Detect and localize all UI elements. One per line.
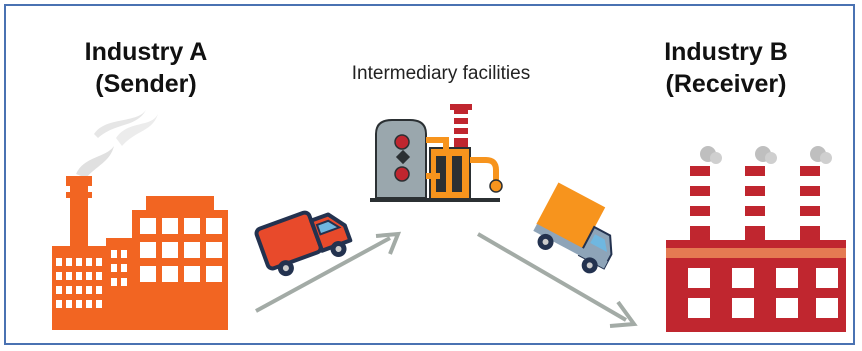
red-truck-icon: [254, 210, 353, 277]
sender-role: (Sender): [95, 70, 197, 98]
intermediary-label: Intermediary facilities: [351, 63, 531, 84]
receiver-role: (Receiver): [665, 70, 787, 98]
receiver-title: Industry B: [664, 38, 788, 66]
orange-truck-icon: [533, 182, 613, 274]
arrow-sender-to-intermediary: [255, 231, 402, 313]
diagram-graphics: [52, 104, 846, 332]
diagram-frame: Industry A (Sender) Intermediary facilit…: [4, 4, 855, 345]
sender-factory-icon: [52, 110, 228, 330]
receiver-factory-icon: [666, 146, 846, 332]
sender-title: Industry A: [84, 38, 208, 66]
intermediary-plant-icon: [370, 104, 503, 202]
receiver-label: Industry B (Receiver): [626, 36, 826, 100]
sender-label: Industry A (Sender): [46, 36, 246, 100]
arrow-intermediary-to-receiver: [476, 232, 638, 328]
